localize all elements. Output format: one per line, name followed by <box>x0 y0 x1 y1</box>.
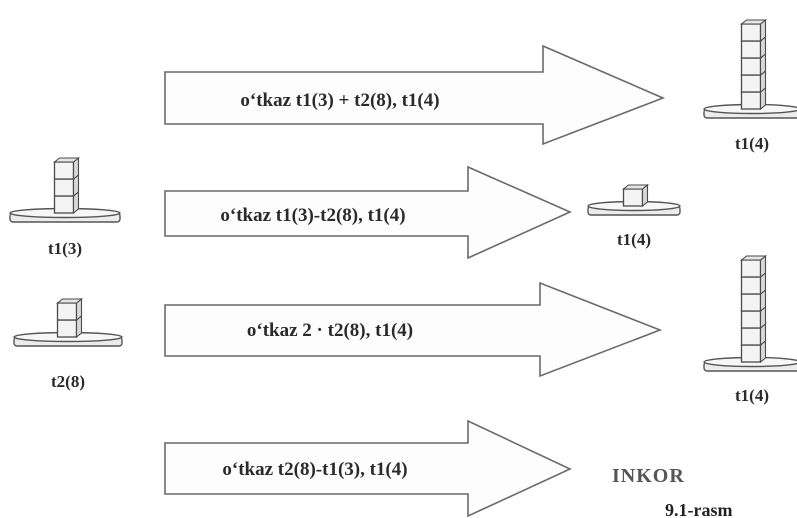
arrow-double: o‘tkaz 2 · t2(8), t1(4) <box>164 281 663 378</box>
stack-block <box>740 322 767 347</box>
stack-block <box>621 183 650 208</box>
stack-block <box>740 288 767 313</box>
input-t2-label: t2(8) <box>51 372 85 391</box>
output-double-label: t1(4) <box>735 386 769 405</box>
output-double-stack <box>703 254 797 372</box>
arrow-double-label: o‘tkaz 2 · t2(8), t1(4) <box>247 320 413 341</box>
stack-block <box>740 305 767 330</box>
inkor-label: INKOR <box>612 465 685 487</box>
input-t1-label: t1(3) <box>48 239 82 258</box>
input-t2-stack <box>13 297 123 347</box>
arrow-difference: o‘tkaz t1(3)-t2(8), t1(4) <box>164 165 572 260</box>
stack-block <box>740 339 767 364</box>
arrow-inverse-difference: o‘tkaz t2(8)-t1(3), t1(4) <box>164 419 572 518</box>
output-sum-label: t1(4) <box>735 134 769 153</box>
platform <box>703 103 797 119</box>
platform <box>703 356 797 372</box>
stack-block <box>739 254 768 279</box>
input-t1-stack <box>9 156 121 223</box>
figure-caption: 9.1-rasm <box>665 500 732 518</box>
output-difference-stack <box>587 183 681 216</box>
arrow-difference-label: o‘tkaz t1(3)-t2(8), t1(4) <box>220 205 405 226</box>
stack-block <box>55 297 84 322</box>
stack-block <box>739 18 768 43</box>
stack-block <box>52 156 81 181</box>
arrow-sum: o‘tkaz t1(3) + t2(8), t1(4) <box>164 44 666 146</box>
output-difference-label: t1(4) <box>617 230 651 249</box>
arrow-inverse-difference-label: o‘tkaz t2(8)-t1(3), t1(4) <box>222 459 407 480</box>
output-sum-stack <box>703 18 797 119</box>
arrow-sum-label: o‘tkaz t1(3) + t2(8), t1(4) <box>240 90 439 111</box>
stack-block <box>56 314 83 339</box>
